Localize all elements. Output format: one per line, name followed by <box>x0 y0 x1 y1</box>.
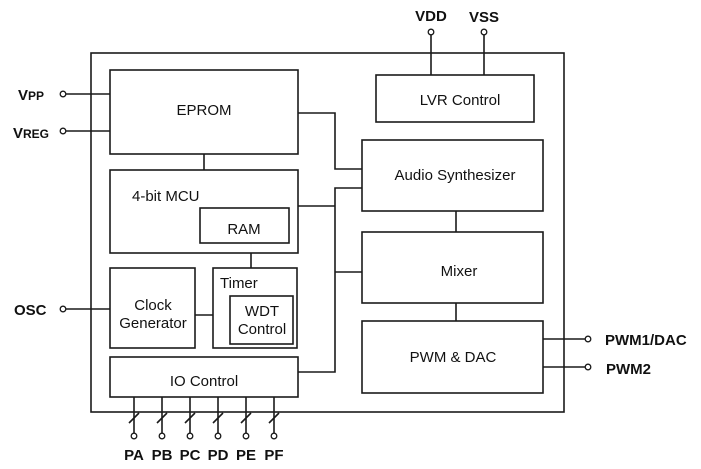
pin-vdd-label: VDD <box>415 8 447 25</box>
io-ports: PA PB PC PD PE PF <box>124 397 284 464</box>
lvr-control-block: LVR Control <box>375 74 535 123</box>
port-label: PC <box>180 447 201 464</box>
external-wires <box>65 35 585 368</box>
eprom-block: EPROM <box>109 69 299 155</box>
pwm-dac-block: PWM & DAC <box>361 320 544 394</box>
bus-slash-icon <box>184 412 196 424</box>
wdt-label-line2: Control <box>238 321 286 338</box>
port-terminal <box>130 432 138 440</box>
port-label: PA <box>124 447 144 464</box>
bus-slash-icon <box>268 412 280 424</box>
port-terminal <box>270 432 278 440</box>
lvr-label: LVR Control <box>420 92 501 109</box>
bus-slash-icon <box>128 412 140 424</box>
bus-slash-icon <box>212 412 224 424</box>
bus-slash-icon <box>240 412 252 424</box>
clock-generator-block: Clock Generator <box>109 267 196 349</box>
pin-pwm1-terminal <box>584 335 592 343</box>
internal-wires <box>195 112 457 373</box>
io-label: IO Control <box>170 373 238 390</box>
port-label: PE <box>236 447 256 464</box>
pin-vreg-label: VREG <box>13 125 49 142</box>
wdt-control-block: WDT Control <box>229 295 294 345</box>
pin-osc-label: OSC <box>14 302 47 319</box>
pin-vss-label: VSS <box>469 9 499 26</box>
mixer-label: Mixer <box>441 263 478 280</box>
pin-vpp-terminal <box>59 90 67 98</box>
pin-osc-terminal <box>59 305 67 313</box>
pwm-dac-label: PWM & DAC <box>410 349 497 366</box>
port-terminal <box>214 432 222 440</box>
port-pa: PA <box>124 397 144 464</box>
ram-label: RAM <box>227 221 260 238</box>
io-control-block: IO Control <box>109 356 299 398</box>
pin-vdd-terminal <box>427 28 435 36</box>
timer-block: Timer WDT Control <box>212 267 298 349</box>
clock-label-line1: Clock <box>134 297 172 314</box>
pin-vreg-terminal <box>59 127 67 135</box>
pin-vpp-label: VPP <box>18 87 44 104</box>
port-terminal <box>242 432 250 440</box>
mixer-block: Mixer <box>361 231 544 304</box>
bus-slash-icon <box>156 412 168 424</box>
pin-pwm2-label: PWM2 <box>606 361 651 378</box>
audio-label: Audio Synthesizer <box>395 167 516 184</box>
port-pb: PB <box>152 397 173 464</box>
pin-vss-terminal <box>480 28 488 36</box>
timer-label: Timer <box>220 275 258 292</box>
eprom-label: EPROM <box>176 102 231 119</box>
chip-boundary <box>90 52 565 413</box>
audio-synthesizer-block: Audio Synthesizer <box>361 139 544 212</box>
mcu-label: 4-bit MCU <box>132 188 200 205</box>
pin-terminals <box>59 28 592 371</box>
port-pc: PC <box>180 397 201 464</box>
pin-pwm2-terminal <box>584 363 592 371</box>
port-label: PB <box>152 447 173 464</box>
mcu-block: 4-bit MCU RAM <box>109 169 299 254</box>
port-pd: PD <box>208 397 229 464</box>
wire-bus-trunk <box>298 187 362 373</box>
port-terminal <box>158 432 166 440</box>
port-terminal <box>186 432 194 440</box>
wire-eprom-audio <box>298 112 362 170</box>
pin-pwm1-label: PWM1/DAC <box>605 332 687 349</box>
port-label: PF <box>264 447 283 464</box>
wdt-label-line1: WDT <box>245 303 279 320</box>
port-pe: PE <box>236 397 256 464</box>
clock-label-line2: Generator <box>119 315 187 332</box>
port-pf: PF <box>264 397 284 464</box>
ram-block: RAM <box>199 207 290 244</box>
port-label: PD <box>208 447 229 464</box>
